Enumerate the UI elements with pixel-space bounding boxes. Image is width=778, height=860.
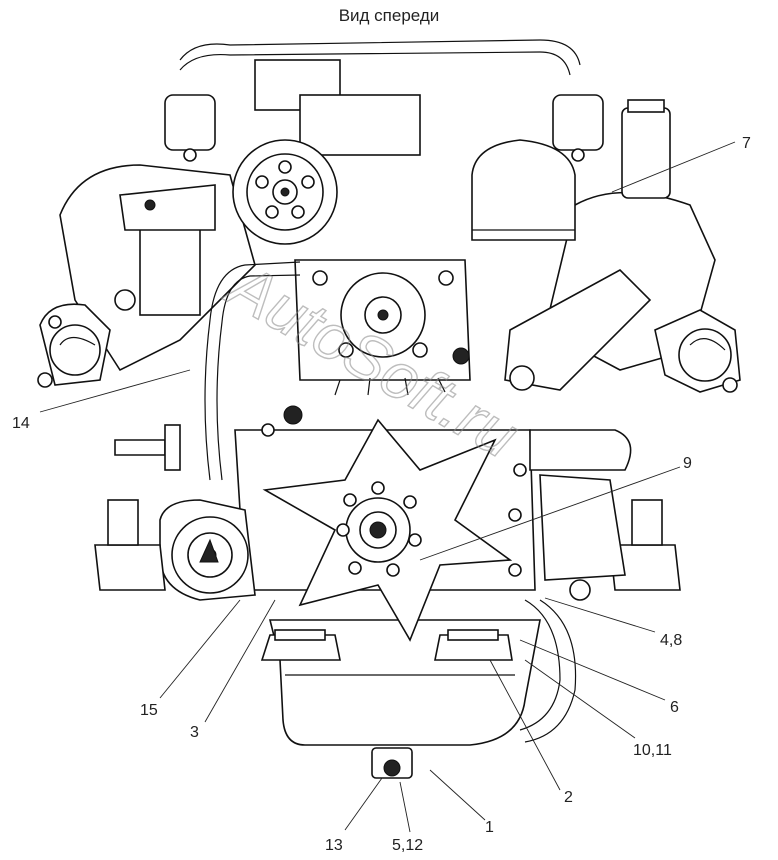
- crankshaft-damper: [262, 418, 513, 642]
- top-pipes: [164, 39, 604, 162]
- side-pipes: [519, 429, 632, 743]
- callout-15: 15: [140, 702, 158, 719]
- leader-lines: [39, 141, 736, 833]
- callout-10-11: 10,11: [633, 742, 672, 759]
- left-cylinder-bank: [37, 164, 256, 388]
- callout-9: 9: [683, 455, 692, 472]
- callout-5-12: 5,12: [392, 837, 423, 854]
- callout-1: 1: [485, 819, 494, 836]
- callout-6: 6: [670, 699, 679, 716]
- callout-14: 14: [12, 415, 30, 432]
- callout-2: 2: [564, 789, 573, 806]
- callout-3: 3: [190, 724, 199, 741]
- generator-pulley: [232, 139, 338, 245]
- engine-mounts: [94, 499, 681, 661]
- callout-4-8: 4,8: [660, 632, 682, 649]
- fuel-filter: [471, 139, 576, 241]
- front-cover: [283, 259, 471, 425]
- right-cylinder-bank: [504, 99, 741, 393]
- callout-13: 13: [325, 837, 343, 854]
- tensioner-pulley: [159, 499, 256, 601]
- diagram-title: Вид спереди: [338, 6, 440, 25]
- left-tube-frame: [114, 261, 301, 481]
- callout-7: 7: [742, 135, 751, 152]
- callout-labels: 7 14 9 4,8 6 10,11 2 1 5,12 13 3 15: [12, 135, 751, 854]
